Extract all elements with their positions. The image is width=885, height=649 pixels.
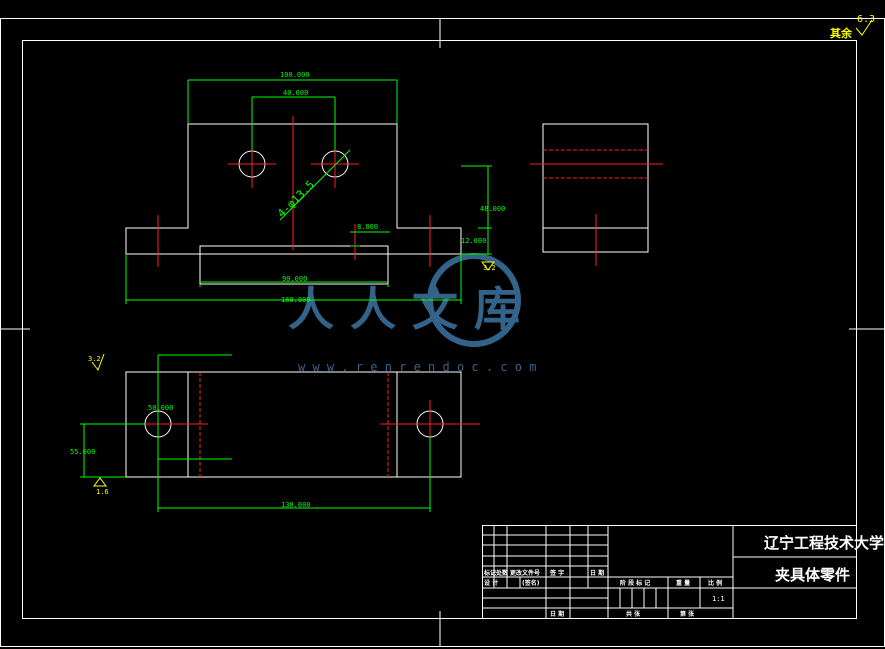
roughness-front-base: 3.2 [481,261,496,272]
roughness-check-icon [91,353,105,372]
roughness-check-icon [855,19,873,36]
watermark-text: 人人文库 [288,282,536,336]
tb-rev-header-mark: 标记 [483,569,496,577]
tb-university: 辽宁工程技术大学 [764,534,884,552]
tb-row-design: 设 计 [484,579,498,587]
rest-roughness-symbol: 其余 6.3 [830,14,875,40]
tb-sheet-total: 共 张 [626,610,641,618]
dim-top-hole-spacing: 130.000 [281,501,311,509]
dim-front-holes-callout: 4-φ13.5 [275,178,317,220]
title-block-grid [482,525,857,619]
tb-rev-header-sign: 签 字 [549,569,564,577]
front-center-lines [157,116,431,267]
tb-weight-header: 重 量 [676,579,690,587]
tb-rev-header-count: 处数 [495,569,509,577]
side-view [530,123,663,266]
watermark: 人人文库 w w w . r e n r e n d o c . c o m [288,253,536,374]
front-bottom-slot [199,245,389,285]
dim-top-hole-offset: 50.000 [148,404,173,412]
tb-part-name: 夹具体零件 [775,566,850,584]
dim-front-slot-width: 8.000 [357,223,378,231]
roughness-front-base-value: 3.2 [483,264,496,272]
dim-front-base-height: 12.000 [461,237,486,245]
dim-front-top-width: 100.000 [280,71,310,79]
roughness-top-bottom-value: 1.6 [96,488,109,496]
roughness-triangle-icon [481,261,495,271]
tb-date-label: 日 期 [550,610,564,618]
dim-front-height: 48.000 [480,205,505,213]
tb-scale-header: 比 例 [708,579,722,587]
dim-front-total-width: 160.000 [281,296,311,304]
roughness-top-bottom: 1.6 [93,477,109,496]
tb-rev-header-doc: 更改文件号 [510,569,540,577]
tb-stage-header: 阶 段 标 记 [620,579,650,587]
roughness-top-left-value: 3.2 [88,355,101,363]
tb-rev-header-date: 日 期 [590,569,604,577]
top-center-lines [108,372,480,477]
rest-roughness-value: 6.3 [857,14,875,25]
rest-roughness-label: 其余 [830,26,853,40]
top-dimension-lines [80,354,431,512]
tb-sheet-number: 第 张 [679,610,695,618]
front-view-outline [125,123,462,255]
title-block: 标记 处数 更改文件号 签 字 日 期 设 计 (签名) 日 期 阶 段 标 记… [482,525,884,619]
watermark-url: w w w . r e n r e n d o c . c o m [298,360,536,374]
dim-top-depth: 55.000 [70,448,95,456]
front-view: 100.000 40.000 4-φ13.5 8.000 48.000 12.0… [125,71,505,304]
roughness-triangle-icon [93,477,107,487]
tb-row-signature: (签名) [522,579,540,587]
dim-front-bottom-slot: 90.000 [282,275,307,283]
front-dimension-lines [125,79,492,304]
side-center-lines [530,149,663,266]
top-view: 50.000 55.000 130.000 3.2 1.6 [70,353,480,512]
roughness-top-left: 3.2 [88,353,105,372]
tb-scale-value: 1:1 [712,595,725,603]
dim-front-hole-spacing: 40.000 [283,89,308,97]
